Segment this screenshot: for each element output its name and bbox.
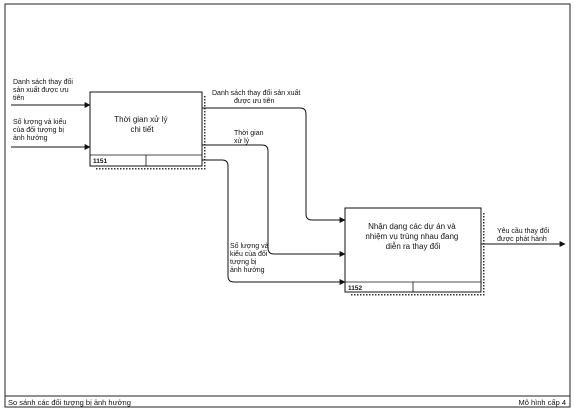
connector-label-line: Danh sách thay đổi sản xuất (212, 88, 300, 97)
process-box-1152: Nhận dạng các dự án và nhiệm vụ trùng nh… (344, 207, 486, 296)
input-label-line: ảnh hưởng (13, 134, 48, 142)
input-label-line: tiên (13, 95, 24, 102)
connector-arrow-3 (202, 159, 346, 285)
connector-label-line: Thời gian (234, 130, 264, 137)
output-label-line: Yêu cầu thay đổi (497, 226, 550, 235)
output-label: Yêu cầu thay đổi được phát hành (497, 226, 551, 243)
input-label-line: Số lượng và kiểu (13, 117, 66, 126)
box2-label-line: diễn ra thay đổi (386, 242, 441, 251)
connector-label-line: kiểu của đối (230, 249, 268, 258)
input-label-line: Danh sách thay đổi (13, 78, 73, 86)
input-label-2: Số lượng và kiểu của đối tượng bị ảnh hư… (13, 117, 68, 142)
connector-label-line: tượng bị (230, 259, 257, 266)
footer-level: Mô hình cấp 4 (518, 398, 566, 407)
box2-label-line: Nhận dạng các dự án và (368, 222, 456, 231)
connector-label-line: được ưu tiên (234, 98, 275, 105)
connector-arrow-2 (202, 144, 346, 257)
connector-label-1: Danh sách thay đổi sản xuất được ưu tiên (212, 88, 302, 105)
connector-arrow-1 (202, 107, 346, 223)
process-box-1151: Thời gian xử lý chi tiết 1151 (89, 91, 207, 170)
input-label-1: Danh sách thay đổi sản xuất được ưu tiên (13, 78, 75, 102)
connector-label-line: Số lượng và (230, 241, 269, 250)
footer-title: So sánh các đối tượng bị ảnh hưởng (8, 398, 131, 407)
input-label-line: của đối tượng bị (13, 125, 64, 134)
box1-label-line: Thời gian xử lý (114, 115, 167, 124)
input-label-line: sản xuất được ưu (13, 85, 69, 94)
box1-label: Thời gian xử lý chi tiết (114, 115, 170, 134)
connector-label-line: xử lý (234, 137, 250, 145)
box2-id: 1152 (348, 285, 362, 292)
box1-id: 1151 (93, 158, 107, 165)
connector-label-3: Số lượng và kiểu của đối tượng bị ảnh hư… (230, 241, 270, 274)
diagram-frame (4, 3, 571, 408)
output-label-line: được phát hành (497, 236, 547, 243)
connector-label-line: ảnh hưởng (230, 266, 265, 274)
connector-label-2: Thời gian xử lý (234, 130, 265, 145)
box2-label-line: nhiệm vụ trùng nhau đang (365, 232, 458, 241)
box2-label: Nhận dạng các dự án và nhiệm vụ trùng nh… (365, 222, 460, 251)
box1-label-line: chi tiết (130, 125, 154, 134)
